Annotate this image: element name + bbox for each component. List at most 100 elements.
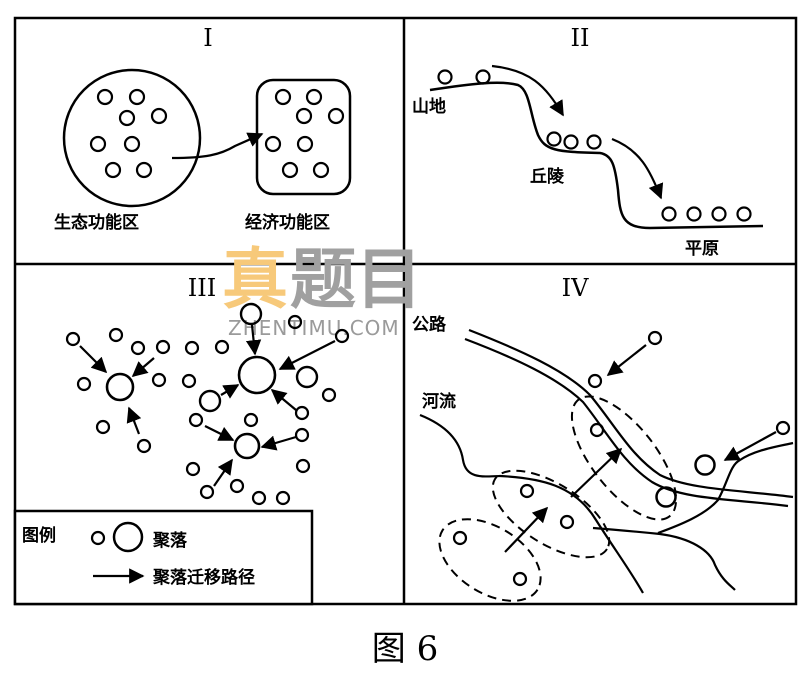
river-road-settlements [452,330,791,587]
migration-arrow [79,345,108,374]
settlement [199,484,215,500]
panel-4: IV 公路 河流 [412,274,794,602]
panel-3: III [13,274,350,606]
settlement [711,206,727,222]
settlement [181,373,197,389]
migration-arrow [131,357,155,378]
settlement [686,206,702,222]
settlement [128,88,146,106]
settlement [76,376,92,392]
cluster-outline [491,469,611,559]
larger-settlements [655,454,716,508]
settlement [312,161,330,179]
settlement [452,530,468,546]
settlement [321,387,337,403]
settlement [475,69,491,85]
river [419,413,794,594]
settlement [104,161,122,179]
panel-2-numeral: II [571,24,590,52]
settlement [264,135,282,153]
legend-migration-label: 聚落迁移路径 [152,567,255,588]
settlement [65,331,81,347]
settlement [775,420,791,436]
migration-arrow [570,447,623,498]
settlement [130,340,146,356]
econ-zone-label: 经济功能区 [245,212,330,233]
figure-caption: 图 6 [372,629,438,669]
panel-4-numeral: IV [562,274,589,302]
settlements-large [105,355,277,460]
legend: 图例 聚落 聚落迁移路径 [13,509,314,606]
migration-arrow [213,458,233,487]
settlement [587,373,603,389]
settlement [198,389,222,413]
eco-zone-boundary [62,68,202,208]
settlement [295,107,313,125]
migration-arrow [504,506,549,553]
eco-zone-label: 生态功能区 [54,212,139,233]
hill-label: 丘陵 [530,166,565,187]
panel-3-numeral: III [188,274,216,302]
watermark-chars-2: 题目 [290,241,422,318]
settlement [136,438,152,454]
migration-arrows [79,324,336,487]
settlement-clusters [438,395,678,602]
central-settlement [237,355,277,395]
mountain-label: 山地 [412,96,446,117]
settlement [296,135,314,153]
settlement [294,405,310,421]
settlement [294,427,310,443]
settlement [287,314,303,330]
terrain-profile [429,81,764,230]
settlement [229,478,245,494]
legend-box [13,509,314,606]
settlement [185,461,201,477]
central-settlement [105,372,135,402]
settlement [327,107,345,125]
settlement [512,571,528,587]
migration-arrow [491,64,564,117]
migration-arrow [171,132,264,160]
settlement [563,134,579,150]
migration-arrow [260,435,297,451]
road [464,328,794,508]
settlement [589,422,605,438]
migration-arrow [245,324,262,356]
settlement [96,88,114,106]
settlement [151,372,167,388]
legend-settlement-label: 聚落 [152,531,188,551]
settlement [274,88,292,106]
river-label: 河流 [422,391,456,412]
settlement [559,514,575,530]
panel-1-numeral: I [203,24,212,52]
settlement [546,131,562,147]
settlement [239,302,263,326]
settlement [647,330,663,346]
settlement [214,339,230,355]
cluster-outline [438,518,542,602]
road-label: 公路 [412,314,447,335]
settlement [694,454,716,476]
panel-frame [13,16,798,606]
settlement [305,88,323,106]
settlement [108,327,124,343]
settlement [123,135,141,153]
settlement [519,483,535,499]
legend-large-settlement-icon [112,521,144,553]
settlement [150,107,168,125]
settlement [275,490,291,506]
migration-arrow [126,406,142,435]
watermark-url: ZHENTIMU.COM [228,316,400,340]
panel-2: II 山地 丘陵 平原 [412,24,764,259]
migration-arrow [606,344,647,376]
plain-label: 平原 [685,239,719,259]
migration-arrow [278,340,336,370]
legend-small-settlement-icon [90,530,106,546]
migration-arrow [204,425,235,441]
settlement [437,69,453,85]
migration-arrow [723,431,777,461]
settlement [295,365,319,389]
settlement [586,134,602,150]
settlement [188,412,204,428]
